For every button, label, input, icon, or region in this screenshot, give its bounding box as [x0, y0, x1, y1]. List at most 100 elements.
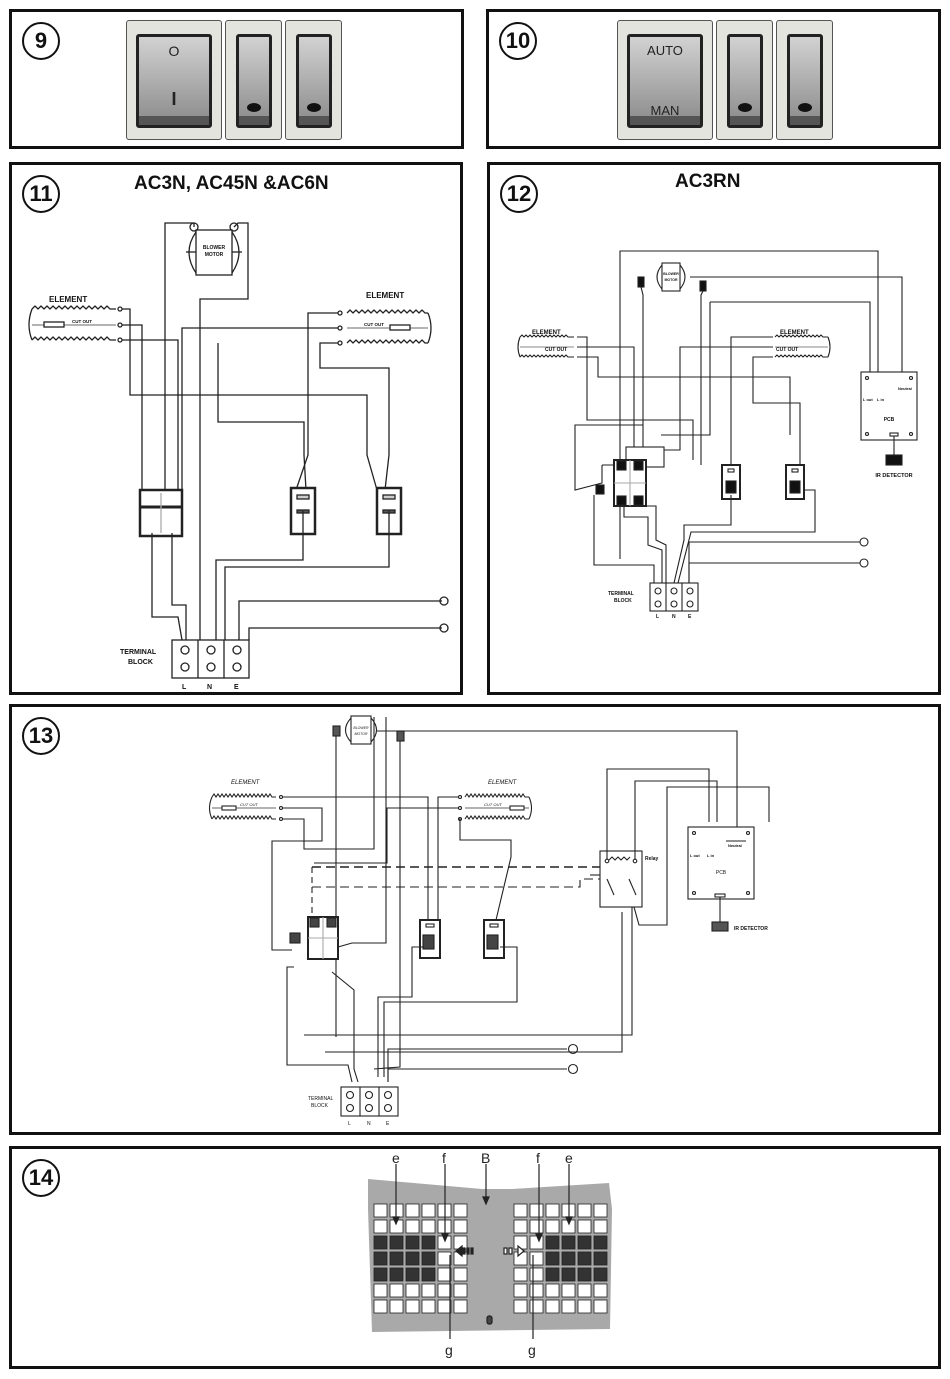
motor-label: MOTOR: [205, 252, 224, 258]
grille-slot: [593, 1251, 608, 1266]
auto-man-rocker-switch[interactable]: AUTO MAN: [627, 34, 703, 128]
label-f-right: f: [536, 1150, 540, 1166]
grille-slot: [545, 1203, 560, 1218]
grille-slot: [405, 1299, 420, 1314]
grille-slot: [453, 1283, 468, 1298]
n-label: N: [672, 614, 676, 620]
figure-number: 9: [22, 22, 60, 60]
wiring-diagram-ac3rn: BLOWER MOTOR ELEMENT ELEMENT CUT OUT CUT…: [517, 250, 918, 620]
indicator-dot-icon: [247, 103, 261, 112]
neutral-label: Neutral: [898, 386, 912, 391]
grille-slot: [453, 1219, 468, 1234]
pcb-board: [687, 826, 755, 900]
figure-9-panel: 9 O I: [9, 9, 464, 149]
grille-slot: [529, 1251, 544, 1266]
grille-slot: [421, 1283, 436, 1298]
indicator-rocker-switch-1[interactable]: [727, 34, 763, 128]
grille-slot: [421, 1219, 436, 1234]
l-out-label: L out: [863, 397, 873, 402]
grille-slot: [593, 1203, 608, 1218]
grille-slot: [405, 1203, 420, 1218]
l-out-label: L out: [690, 853, 700, 858]
blower-label: BLOWER: [203, 245, 226, 251]
rocker-base: [299, 116, 329, 125]
cutout-left-label: CUT OUT: [545, 347, 567, 353]
grille-slot: [373, 1251, 388, 1266]
grille-slot: [421, 1235, 436, 1250]
grille-slot: [593, 1267, 608, 1282]
figure-number: 13: [22, 717, 60, 755]
grille-panel: [368, 1179, 612, 1332]
rocker-base: [730, 116, 760, 125]
grille-slot: [529, 1235, 544, 1250]
rocker-base: [630, 116, 700, 125]
grille-slot: [561, 1267, 576, 1282]
cutout-right-label: CUT OUT: [364, 322, 384, 327]
blower-label: BLOWER: [353, 726, 369, 730]
indicator-dot-icon: [798, 103, 812, 112]
e-label: E: [234, 684, 239, 691]
grille-slot: [437, 1299, 452, 1314]
cutout-right-label: CUT OUT: [776, 347, 798, 353]
blower-motor: [350, 715, 372, 745]
grille-slot: [389, 1235, 404, 1250]
grille-slot: [389, 1299, 404, 1314]
left-heating-element: [519, 334, 574, 338]
label-f-left: f: [442, 1150, 446, 1166]
grille-slot: [373, 1267, 388, 1282]
grille-slot: [373, 1203, 388, 1218]
arrow-right-icon: [517, 1244, 525, 1258]
grille-slot: [593, 1235, 608, 1250]
grille-slot: [513, 1299, 528, 1314]
rocker-base: [239, 116, 269, 125]
indicator-switch-plate-1: [225, 20, 282, 140]
pcb-label: PCB: [716, 870, 727, 876]
grille-illustration: e f B f e g g: [368, 1150, 612, 1358]
figure-11-panel: 11 AC3N, AC45N &AC6N: [9, 162, 463, 695]
grille-slot: [577, 1283, 592, 1298]
grille-slot: [373, 1235, 388, 1250]
grille-slot: [545, 1235, 560, 1250]
block-label: BLOCK: [311, 1103, 329, 1109]
wiring-diagram-ac3n: BLOWER MOTOR ELEMENT ELEMENT CUT OUT CUT…: [28, 222, 449, 691]
grille-slot: [437, 1283, 452, 1298]
grille-slot: [513, 1235, 528, 1250]
wiring-diagram-relay: BLOWER MOTOR ELEMENT ELEMENT CUT OUT CUT…: [208, 715, 770, 1127]
diagram-title: AC3RN: [675, 171, 741, 192]
grille-slot: [593, 1299, 608, 1314]
grille-slot: [389, 1283, 404, 1298]
grille-slot: [529, 1219, 544, 1234]
indicator-rocker-switch-1[interactable]: [236, 34, 272, 128]
indicator-rocker-switch-2[interactable]: [787, 34, 823, 128]
grille-slot: [545, 1299, 560, 1314]
grille-slot: [593, 1283, 608, 1298]
label-g-left: g: [445, 1342, 453, 1358]
n-label: N: [367, 1121, 371, 1127]
diagram-title: AC3N, AC45N &AC6N: [134, 173, 329, 194]
grille-slot: [453, 1299, 468, 1314]
grille-slot: [453, 1203, 468, 1218]
grille-slot: [513, 1203, 528, 1218]
grille-slot: [545, 1251, 560, 1266]
indicator-rocker-switch-2[interactable]: [296, 34, 332, 128]
grille-slot: [561, 1251, 576, 1266]
grille-slot: [577, 1219, 592, 1234]
motor-label: MOTOR: [665, 278, 678, 282]
pcb-board: [860, 371, 918, 441]
grille-slot: [577, 1251, 592, 1266]
element-right-label: ELEMENT: [488, 780, 518, 786]
grille-slot: [405, 1283, 420, 1298]
ir-detector: [711, 921, 729, 932]
blower-label: BLOWER: [663, 272, 679, 276]
grille-slot: [545, 1267, 560, 1282]
grille-slot: [421, 1203, 436, 1218]
grille-slot: [561, 1283, 576, 1298]
grille-slot: [405, 1251, 420, 1266]
man-label: MAN: [650, 103, 680, 118]
cutout-right-label: CUT OUT: [484, 802, 502, 807]
label-e-left: e: [392, 1150, 400, 1166]
ir-detector-label: IR DETECTOR: [875, 473, 912, 479]
grille-slot: [529, 1203, 544, 1218]
power-rocker-switch[interactable]: O I: [136, 34, 212, 128]
terminal-label: TERMINAL: [308, 1096, 334, 1102]
